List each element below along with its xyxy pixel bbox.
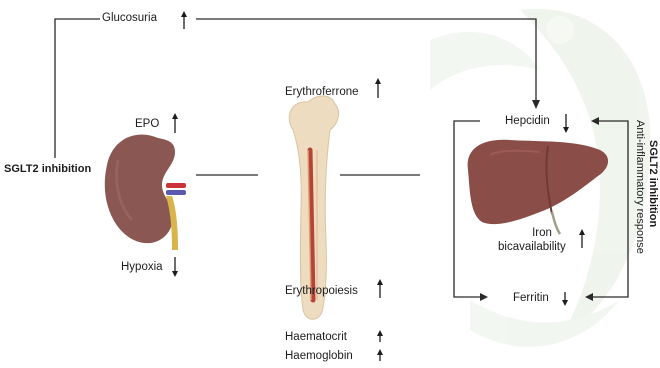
arrowhead-to-ferritin-left: [480, 293, 488, 301]
epo-label: EPO: [135, 118, 159, 131]
erythroferrone-label: Erythroferrone: [285, 86, 359, 99]
erythropoiesis-up-arrow: [377, 279, 383, 298]
kidney-illustration: [105, 134, 186, 250]
line-glucosuria-left: [55, 19, 100, 158]
liver-illustration: [468, 140, 608, 234]
haemoglobin-up-arrow: [377, 349, 383, 361]
sglt2-inhibition-right-label: SGLT2 inhibition: [647, 140, 659, 227]
hypoxia-label: Hypoxia: [121, 261, 163, 274]
glucosuria-label: Glucosuria: [102, 12, 157, 25]
epo-up-arrow: [172, 113, 178, 133]
hepcidin-label: Hepcidin: [505, 115, 550, 128]
iron-bioavailability-up-arrow: [579, 229, 585, 248]
haematocrit-up-arrow: [377, 330, 383, 342]
hepcidin-down-arrow: [563, 114, 569, 133]
haemoglobin-label: Haemoglobin: [285, 350, 353, 363]
bioavailability-label: bicavailability: [498, 241, 566, 254]
arrowhead-to-hepcidin: [532, 100, 540, 109]
erythroferrone-up-arrow: [375, 78, 381, 98]
ferritin-label: Ferritin: [513, 292, 549, 305]
glucosuria-up-arrow: [181, 11, 187, 29]
erythropoiesis-label: Erythropoiesis: [285, 285, 358, 298]
haematocrit-label: Haematocrit: [285, 331, 347, 344]
sglt2-inhibition-left-label: SGLT2 inhibition: [4, 163, 91, 176]
anti-inflammatory-response-label: Anti-inflammatory response: [634, 120, 646, 254]
iron-label: Iron: [522, 227, 562, 240]
ferritin-down-arrow: [562, 292, 568, 306]
hypoxia-down-arrow: [172, 257, 178, 277]
